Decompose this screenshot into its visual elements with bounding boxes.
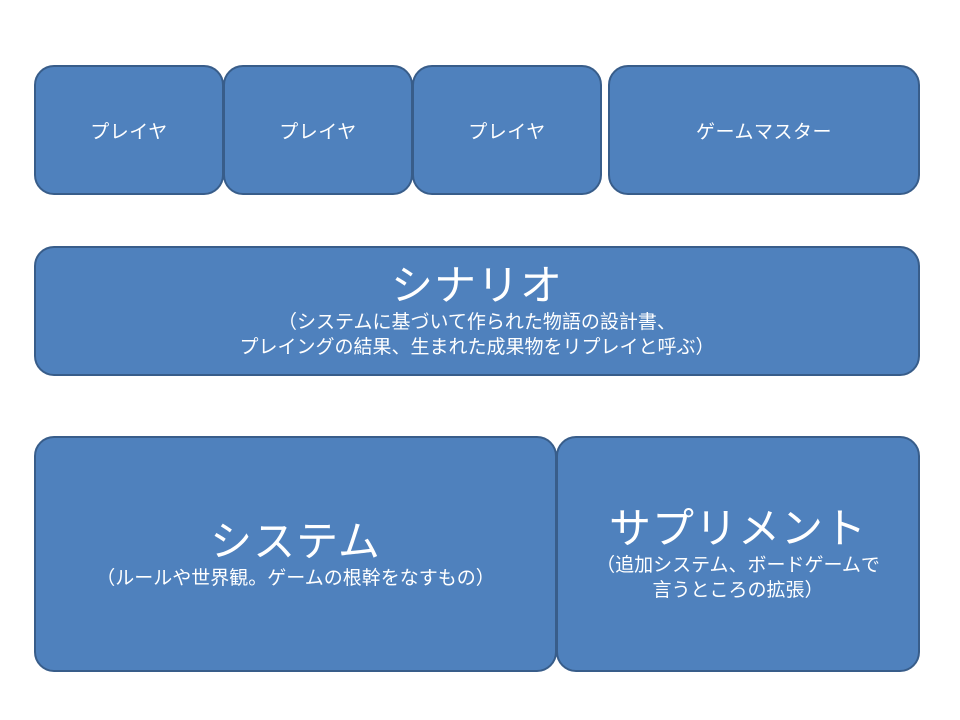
player-label-2: プレイヤ bbox=[279, 120, 357, 143]
system-description: （ルールや世界観。ゲームの根幹をなすもの） bbox=[96, 566, 495, 589]
scenario-description-line1: （システムに基づいて作られた物語の設計書、 bbox=[278, 311, 676, 334]
system-title: システム bbox=[210, 516, 381, 566]
scenario-description-line2: プレイングの結果、生まれた成果物をリプレイと呼ぶ） bbox=[239, 336, 715, 359]
player-box-1: プレイヤ bbox=[34, 65, 224, 195]
supplement-description: （追加システム、ボードゲームで 言うところの拡張） bbox=[596, 553, 880, 602]
player-box-2: プレイヤ bbox=[223, 65, 413, 195]
player-label-1: プレイヤ bbox=[90, 120, 168, 143]
scenario-description: （システムに基づいて作られた物語の設計書、 プレイングの結果、生まれた成果物をリ… bbox=[239, 310, 714, 359]
player-label-3: プレイヤ bbox=[468, 120, 546, 143]
supplement-box: サプリメント （追加システム、ボードゲームで 言うところの拡張） bbox=[556, 436, 920, 672]
player-box-3: プレイヤ bbox=[412, 65, 602, 195]
supplement-description-line2: 言うところの拡張） bbox=[652, 579, 824, 602]
scenario-title: シナリオ bbox=[390, 261, 563, 311]
game-master-label: ゲームマスター bbox=[696, 120, 832, 143]
scenario-box: シナリオ （システムに基づいて作られた物語の設計書、 プレイングの結果、生まれた… bbox=[34, 246, 920, 376]
system-box: システム （ルールや世界観。ゲームの根幹をなすもの） bbox=[34, 436, 557, 672]
supplement-description-line1: （追加システム、ボードゲームで bbox=[596, 554, 880, 577]
game-master-box: ゲームマスター bbox=[608, 65, 920, 195]
supplement-title: サプリメント bbox=[608, 504, 867, 554]
